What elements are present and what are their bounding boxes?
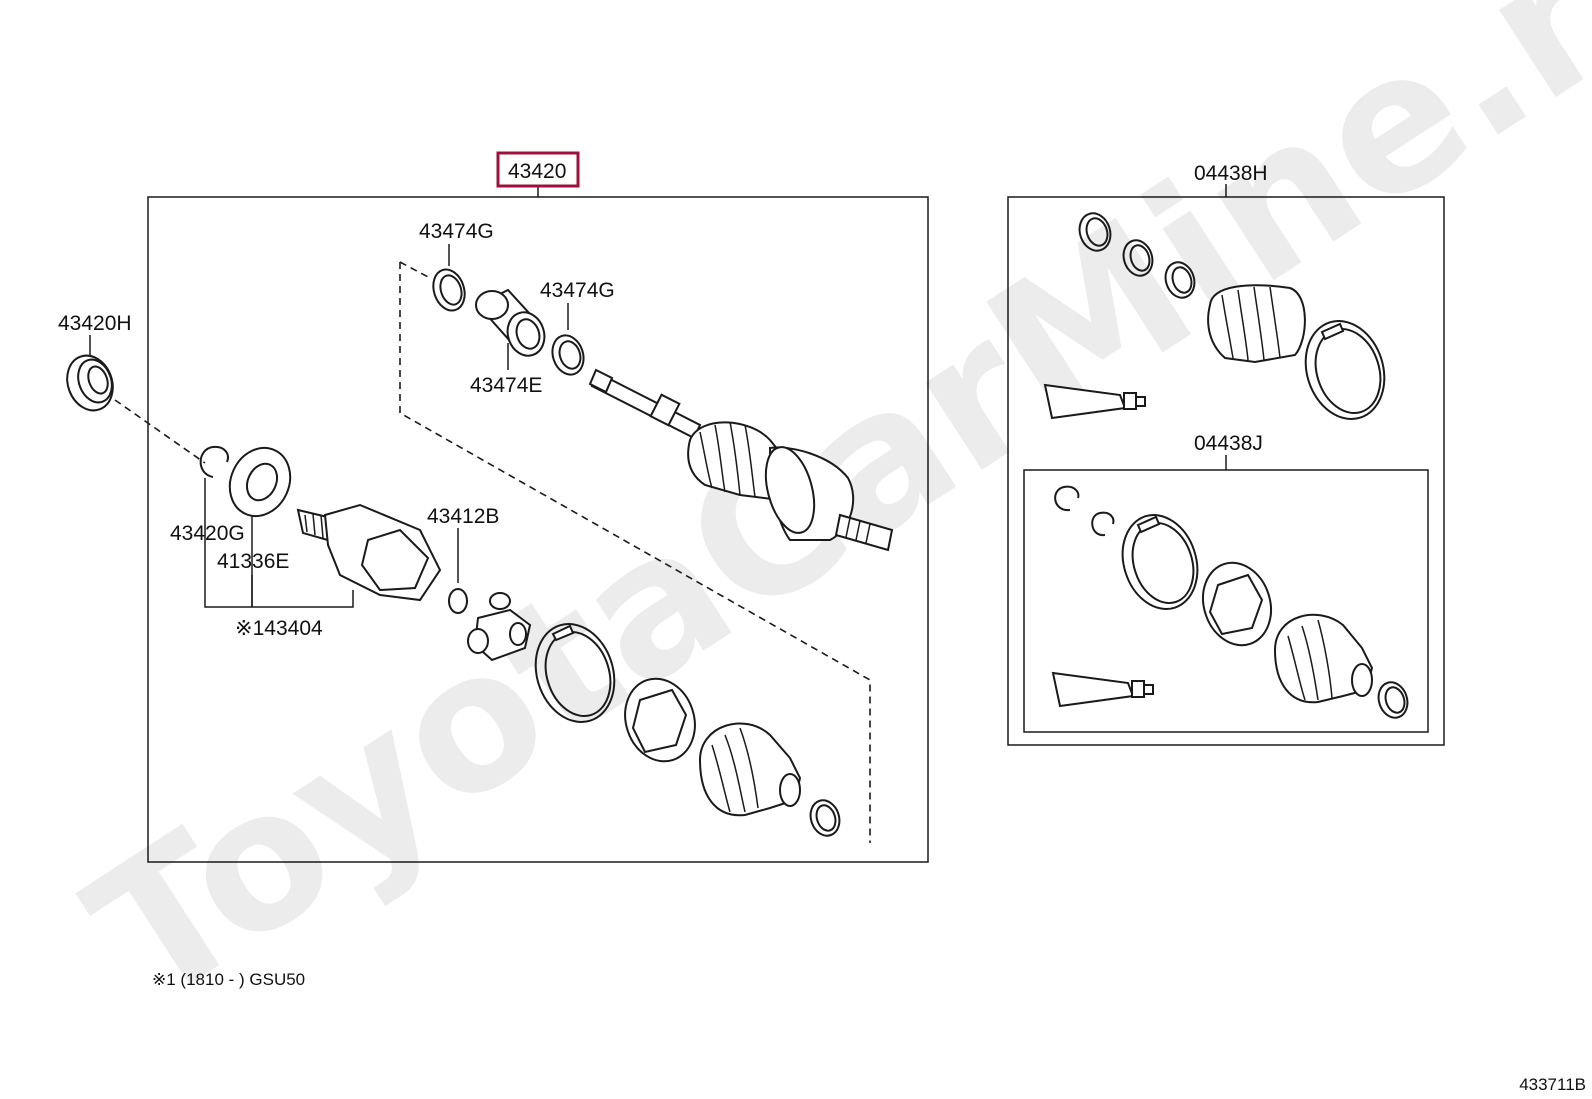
kit-h-clamp-3[interactable] (1161, 259, 1199, 302)
kit-h-grease-tube[interactable] (1043, 383, 1146, 420)
kit-h-band[interactable] (1293, 311, 1396, 430)
snap-ring-43420g[interactable] (199, 445, 229, 478)
diagram-id: 433711B (1519, 1075, 1586, 1094)
oil-seal-43420h[interactable] (60, 349, 120, 417)
label-04438h[interactable]: 04438H (1194, 162, 1268, 185)
kit-h-boot[interactable] (1207, 284, 1306, 364)
kit-j-grease-tube[interactable] (1051, 671, 1154, 708)
damper-43474e[interactable] (475, 288, 550, 360)
kit-j-clamp[interactable] (1374, 679, 1412, 722)
label-43412b[interactable]: 43412B (427, 505, 499, 528)
boot-clamp-small[interactable] (806, 797, 844, 840)
clamp-43474g-lower[interactable] (548, 331, 589, 378)
snap-ring-43412b[interactable] (448, 588, 468, 614)
highlight-box (496, 151, 580, 188)
label-04438j[interactable]: 04438J (1194, 432, 1263, 455)
drive-shaft-assembly[interactable] (588, 368, 894, 552)
washer-41336e[interactable] (219, 438, 301, 526)
label-43474g-lower[interactable]: 43474G (540, 279, 615, 302)
tripod-joint[interactable] (467, 592, 532, 662)
clamp-43474g-upper[interactable] (428, 265, 470, 314)
kit-h-clamp-2[interactable] (1119, 237, 1157, 280)
label-43404[interactable]: ※143404 (235, 617, 323, 640)
kit-j-ring-1[interactable] (1054, 485, 1080, 512)
footnote: ※1 (1810 - ) GSU50 (152, 970, 305, 989)
label-43474g-upper[interactable]: 43474G (419, 220, 494, 243)
boot-clamp-large[interactable] (523, 614, 626, 733)
label-43420[interactable]: 43420 (508, 160, 566, 183)
boot-adapter[interactable] (615, 670, 706, 771)
kit-j-band[interactable] (1111, 505, 1209, 619)
inboard-joint-43404[interactable] (296, 503, 442, 602)
label-43420h[interactable]: 43420H (58, 312, 132, 335)
kit-j-ring-2[interactable] (1091, 511, 1115, 537)
kit-j-boot[interactable] (1273, 613, 1374, 704)
kit-h-clamp-1[interactable] (1075, 209, 1115, 254)
kit-j-adapter[interactable] (1193, 554, 1282, 654)
label-43474e[interactable]: 43474E (470, 374, 542, 397)
label-41336e[interactable]: 41336E (217, 550, 289, 573)
label-43420g[interactable]: 43420G (170, 522, 245, 545)
inner-boot[interactable] (698, 722, 802, 817)
